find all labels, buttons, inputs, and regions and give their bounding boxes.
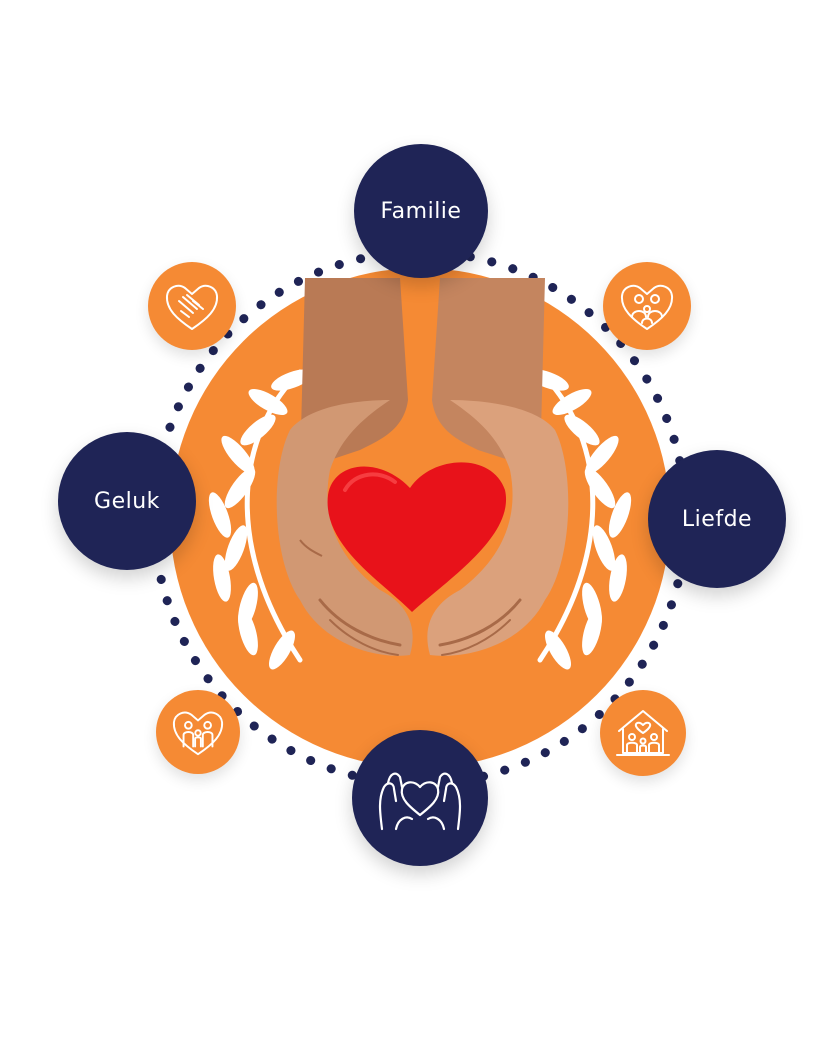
hands-heart-icon bbox=[165, 284, 219, 330]
caring-hands-heart-icon bbox=[378, 772, 462, 831]
home-family-icon bbox=[616, 710, 670, 756]
geluk-label: Geluk bbox=[94, 488, 160, 514]
hands-heart-bubble bbox=[148, 262, 236, 350]
liefde-label: Liefde bbox=[681, 506, 753, 532]
hands-photo bbox=[276, 278, 569, 656]
geluk-bubble: Geluk bbox=[58, 432, 196, 570]
caring-hands-bubble bbox=[352, 730, 488, 866]
laurel-left-decoration bbox=[208, 369, 313, 670]
parents-child-heart-bubble bbox=[156, 690, 240, 774]
parents-child-heart-icon bbox=[172, 711, 224, 756]
family-heart-bubble bbox=[603, 262, 691, 350]
home-family-bubble bbox=[600, 690, 686, 776]
familie-bubble: Familie bbox=[354, 144, 488, 278]
liefde-bubble: Liefde bbox=[648, 450, 786, 588]
laurel-right-decoration bbox=[527, 369, 632, 670]
family-heart-icon bbox=[620, 284, 674, 330]
red-heart bbox=[327, 462, 507, 612]
familie-label: Familie bbox=[380, 198, 462, 224]
